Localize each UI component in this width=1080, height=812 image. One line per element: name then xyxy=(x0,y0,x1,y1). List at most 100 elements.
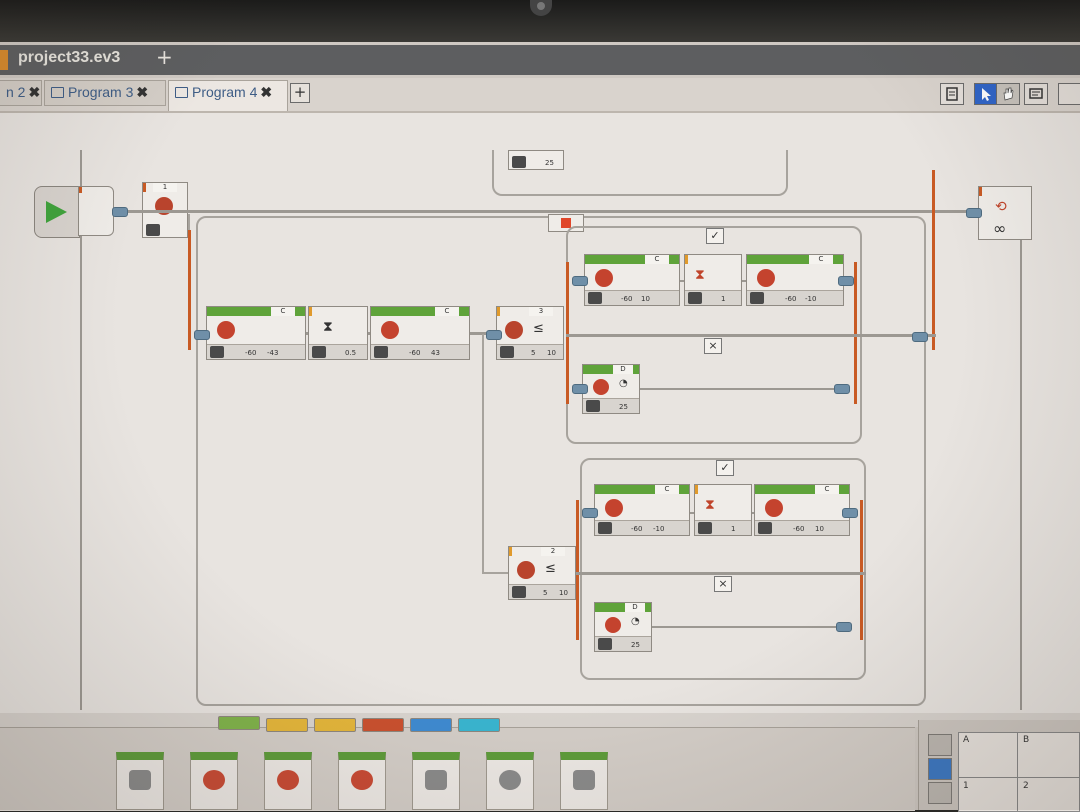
pan-tool-icon[interactable] xyxy=(996,83,1020,105)
case-true-tab[interactable]: ✓ xyxy=(706,228,724,244)
wait-block[interactable]: ⧗ 1 xyxy=(684,254,742,306)
motor-power[interactable]: -60 xyxy=(621,295,633,303)
mode-icon[interactable] xyxy=(512,156,526,168)
sequence-plug[interactable] xyxy=(572,384,588,394)
sequence-plug[interactable] xyxy=(838,276,854,286)
motor-power[interactable]: -60 xyxy=(793,525,805,533)
motor-power[interactable]: -60 xyxy=(245,349,257,357)
sequence-plug[interactable] xyxy=(582,508,598,518)
add-tab-button[interactable]: + xyxy=(290,83,310,103)
palette-move-tank[interactable] xyxy=(338,752,386,810)
tab-program-4[interactable]: Program 4✖ xyxy=(168,80,288,111)
case-false-tab[interactable]: × xyxy=(714,576,732,592)
available-bricks-icon[interactable] xyxy=(928,782,952,804)
sequence-plug[interactable] xyxy=(836,622,852,632)
compare-value[interactable]: 5 xyxy=(543,589,548,597)
motor-power[interactable]: -60 xyxy=(785,295,797,303)
palette-tab-sensor[interactable] xyxy=(314,718,356,732)
zoom-icon[interactable] xyxy=(1058,83,1080,105)
motor-value[interactable]: 43 xyxy=(431,349,440,357)
select-tool-icon[interactable] xyxy=(974,83,998,105)
close-icon[interactable]: ✖ xyxy=(28,84,41,100)
case-false-tab[interactable]: × xyxy=(704,338,722,354)
large-motor-block[interactable]: C -60 43 xyxy=(370,306,470,360)
palette-brick-light[interactable] xyxy=(560,752,608,810)
case-true-tab[interactable]: ✓ xyxy=(716,460,734,476)
sequence-plug[interactable] xyxy=(112,207,128,217)
mode-icon[interactable] xyxy=(758,522,772,534)
wait-block[interactable]: ⧗ 0.5 xyxy=(308,306,368,360)
palette-medium-motor[interactable] xyxy=(116,752,164,810)
sequence-plug[interactable] xyxy=(842,508,858,518)
palette-tab-data[interactable] xyxy=(362,718,404,732)
large-motor-block[interactable]: C -60 -10 xyxy=(594,484,690,536)
motor-power[interactable]: -60 xyxy=(409,349,421,357)
wait-seconds[interactable]: 1 xyxy=(721,295,726,303)
palette-display[interactable] xyxy=(412,752,460,810)
switch-block-lower[interactable]: 2 ≤ 5 10 xyxy=(508,546,576,600)
palette-move-steering[interactable] xyxy=(264,752,312,810)
mode-icon[interactable] xyxy=(688,292,702,304)
threshold-value[interactable]: 10 xyxy=(547,349,556,357)
close-icon[interactable]: ✖ xyxy=(136,84,149,100)
sequence-plug[interactable] xyxy=(912,332,928,342)
mode-icon[interactable] xyxy=(598,638,612,650)
motor-power[interactable]: -60 xyxy=(631,525,643,533)
tab-program-3[interactable]: Program 3✖ xyxy=(44,80,166,106)
palette-sound[interactable] xyxy=(486,752,534,810)
threshold-value[interactable]: 10 xyxy=(559,589,568,597)
mode-icon[interactable] xyxy=(698,522,712,534)
block-value: 25 xyxy=(545,159,554,167)
medium-motor-block[interactable]: D ◔ 25 xyxy=(594,602,652,652)
palette-tab-advanced[interactable] xyxy=(410,718,452,732)
mode-icon[interactable] xyxy=(512,586,526,598)
sequence-plug[interactable] xyxy=(834,384,850,394)
motor-value[interactable]: 10 xyxy=(815,525,824,533)
sequence-plug[interactable] xyxy=(486,330,502,340)
motor-power[interactable]: 25 xyxy=(631,641,640,649)
large-motor-block[interactable]: C -60 10 xyxy=(754,484,850,536)
sequence-plug[interactable] xyxy=(194,330,210,340)
mode-icon[interactable] xyxy=(586,400,600,412)
large-motor-block[interactable]: C -60 -10 xyxy=(746,254,844,306)
project-title[interactable]: project33.ev3 xyxy=(18,49,121,66)
close-icon[interactable]: ✖ xyxy=(260,84,273,100)
content-editor-icon[interactable] xyxy=(940,83,964,105)
mode-icon[interactable] xyxy=(374,346,388,358)
sequence-plug[interactable] xyxy=(572,276,588,286)
mode-icon[interactable] xyxy=(598,522,612,534)
motor-value[interactable]: -43 xyxy=(267,349,279,357)
port-view-icon[interactable] xyxy=(928,758,952,780)
start-block[interactable] xyxy=(34,186,80,238)
mode-icon[interactable] xyxy=(750,292,764,304)
motor-value[interactable]: -10 xyxy=(653,525,665,533)
sequence-plug[interactable] xyxy=(966,208,982,218)
mode-icon[interactable] xyxy=(210,346,224,358)
sensor-mode-icon[interactable] xyxy=(146,224,160,236)
tab-program-2[interactable]: n 2✖ xyxy=(0,80,42,106)
palette-large-motor[interactable] xyxy=(190,752,238,810)
mode-icon[interactable] xyxy=(312,346,326,358)
medium-motor-block[interactable]: D ◔ 25 xyxy=(582,364,640,414)
large-motor-block[interactable]: C -60 -43 xyxy=(206,306,306,360)
mode-icon[interactable] xyxy=(588,292,602,304)
palette-tab-action[interactable] xyxy=(218,716,260,730)
motor-value[interactable]: 10 xyxy=(641,295,650,303)
wait-seconds[interactable]: 0.5 xyxy=(345,349,357,357)
add-project-button[interactable]: + xyxy=(156,45,173,69)
top-partial-block[interactable]: 25 xyxy=(508,150,564,170)
comment-tool-icon[interactable] xyxy=(1024,83,1048,105)
palette-tab-flow[interactable] xyxy=(266,718,308,732)
loop-end-block[interactable]: ⟲ ∞ xyxy=(978,186,1032,240)
brick-info-icon[interactable] xyxy=(928,734,952,756)
tab-label: Program 3 xyxy=(68,84,134,100)
palette-tab-myblocks[interactable] xyxy=(458,718,500,732)
wait-block[interactable]: ⧗ 1 xyxy=(694,484,752,536)
switch-block-upper[interactable]: 3 ≤ 5 10 xyxy=(496,306,564,360)
wait-seconds[interactable]: 1 xyxy=(731,525,736,533)
mode-icon[interactable] xyxy=(500,346,514,358)
large-motor-block[interactable]: C -60 10 xyxy=(584,254,680,306)
motor-power[interactable]: 25 xyxy=(619,403,628,411)
compare-value[interactable]: 5 xyxy=(531,349,536,357)
motor-value[interactable]: -10 xyxy=(805,295,817,303)
